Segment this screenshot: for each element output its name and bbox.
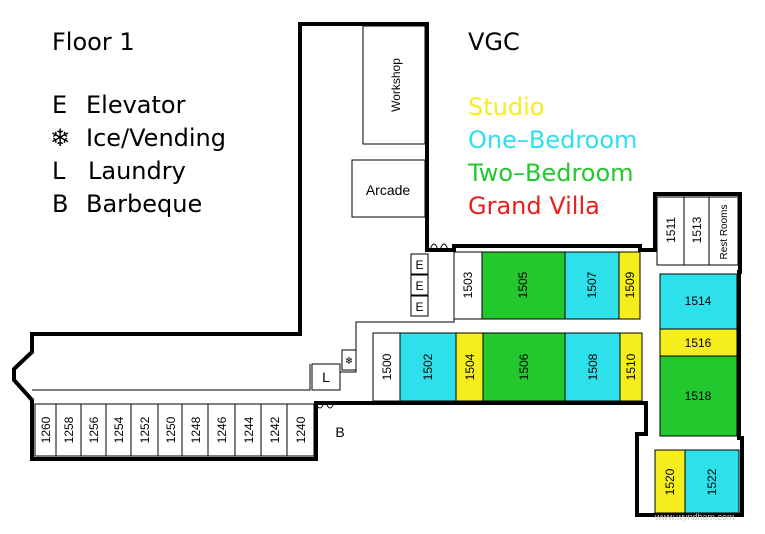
building-outline — [12, 22, 744, 517]
room-1242-label: 1242 — [268, 416, 282, 443]
room-1502-label: 1502 — [421, 353, 435, 380]
legend-symbol-barbeque: B — [52, 190, 68, 218]
watermark: www.wyndham.com — [654, 512, 735, 522]
key-studio: Studio — [468, 93, 544, 121]
snowflake-icon: ❄ — [50, 124, 70, 152]
legend-label-laundry: Laundry — [88, 157, 186, 185]
room-1514-label: 1514 — [685, 294, 712, 308]
room-1240-label: 1240 — [294, 416, 308, 443]
room-1244-label: 1244 — [242, 416, 256, 443]
floor-title: Floor 1 — [52, 28, 135, 56]
corridor-line — [32, 364, 311, 391]
legend-symbol-elevator: E — [52, 91, 67, 119]
room-1513-label: 1513 — [690, 216, 704, 243]
arcade-room — [351, 159, 426, 218]
key-two-bedroom: Two–Bedroom — [467, 159, 634, 187]
room-1510-label: 1510 — [624, 353, 638, 380]
room-1507-label: 1507 — [585, 271, 599, 298]
room-1516-label: 1516 — [685, 336, 712, 350]
rest-rooms-label: Rest Rooms — [719, 204, 730, 259]
room-row-1200: 1260 1258 1256 1254 1252 1250 1248 1246 … — [34, 403, 315, 457]
room-1248-label: 1248 — [189, 416, 203, 443]
room-1252-label: 1252 — [138, 416, 152, 443]
room-1511-label: 1511 — [664, 217, 678, 243]
room-column-east: 1511 1513 Rest Rooms 1514 1516 1518 1520… — [654, 196, 740, 514]
legend: Floor 1 E Elevator ❄ Ice/Vending L Laund… — [50, 28, 226, 218]
room-1509-label: 1509 — [623, 271, 637, 298]
key-one-bedroom: One–Bedroom — [468, 126, 637, 154]
room-1260-label: 1260 — [39, 416, 53, 443]
laundry-room — [311, 363, 341, 391]
room-1500-label: 1500 — [380, 353, 394, 380]
room-1505-label: 1505 — [516, 271, 530, 298]
room-1508-label: 1508 — [586, 353, 600, 380]
elevator-symbol: E — [415, 258, 423, 272]
workshop-room — [362, 25, 426, 145]
room-1503-label: 1503 — [461, 271, 475, 298]
door-symbol — [429, 243, 449, 251]
room-1258-label: 1258 — [62, 416, 76, 443]
room-1522-label: 1522 — [705, 468, 719, 495]
legend-symbol-laundry: L — [52, 157, 66, 185]
elevator-symbol: E — [415, 300, 423, 314]
room-1254-label: 1254 — [112, 416, 126, 443]
key-title: VGC — [468, 28, 520, 56]
door-symbol — [315, 402, 335, 409]
ice-vending-room — [341, 349, 357, 371]
elevator-bank: E E E — [410, 253, 429, 317]
legend-label-elevator: Elevator — [86, 91, 186, 119]
room-1250-label: 1250 — [164, 416, 178, 443]
room-row-1500-north: 1503 1505 1507 1509 — [453, 251, 641, 320]
laundry-label: L — [322, 369, 330, 385]
barbeque-label: B — [335, 424, 344, 440]
room-1520-label: 1520 — [663, 468, 677, 495]
elevator-symbol: E — [415, 279, 423, 293]
room-row-1500-south: 1500 1502 1504 1506 1508 1510 — [372, 332, 643, 402]
room-1256-label: 1256 — [87, 416, 101, 443]
legend-label-barbeque: Barbeque — [86, 190, 202, 218]
room-1518-label: 1518 — [685, 389, 712, 403]
color-key: VGC Studio One–Bedroom Two–Bedroom Grand… — [467, 28, 637, 220]
room-1506-label: 1506 — [517, 353, 531, 380]
key-grand-villa: Grand Villa — [468, 192, 600, 220]
workshop-label: Workshop — [389, 58, 403, 112]
room-1504-label: 1504 — [463, 353, 477, 380]
snowflake-icon: ❄ — [345, 356, 353, 367]
arcade-label: Arcade — [366, 182, 411, 198]
legend-label-ice: Ice/Vending — [86, 124, 226, 152]
room-1246-label: 1246 — [215, 416, 229, 443]
